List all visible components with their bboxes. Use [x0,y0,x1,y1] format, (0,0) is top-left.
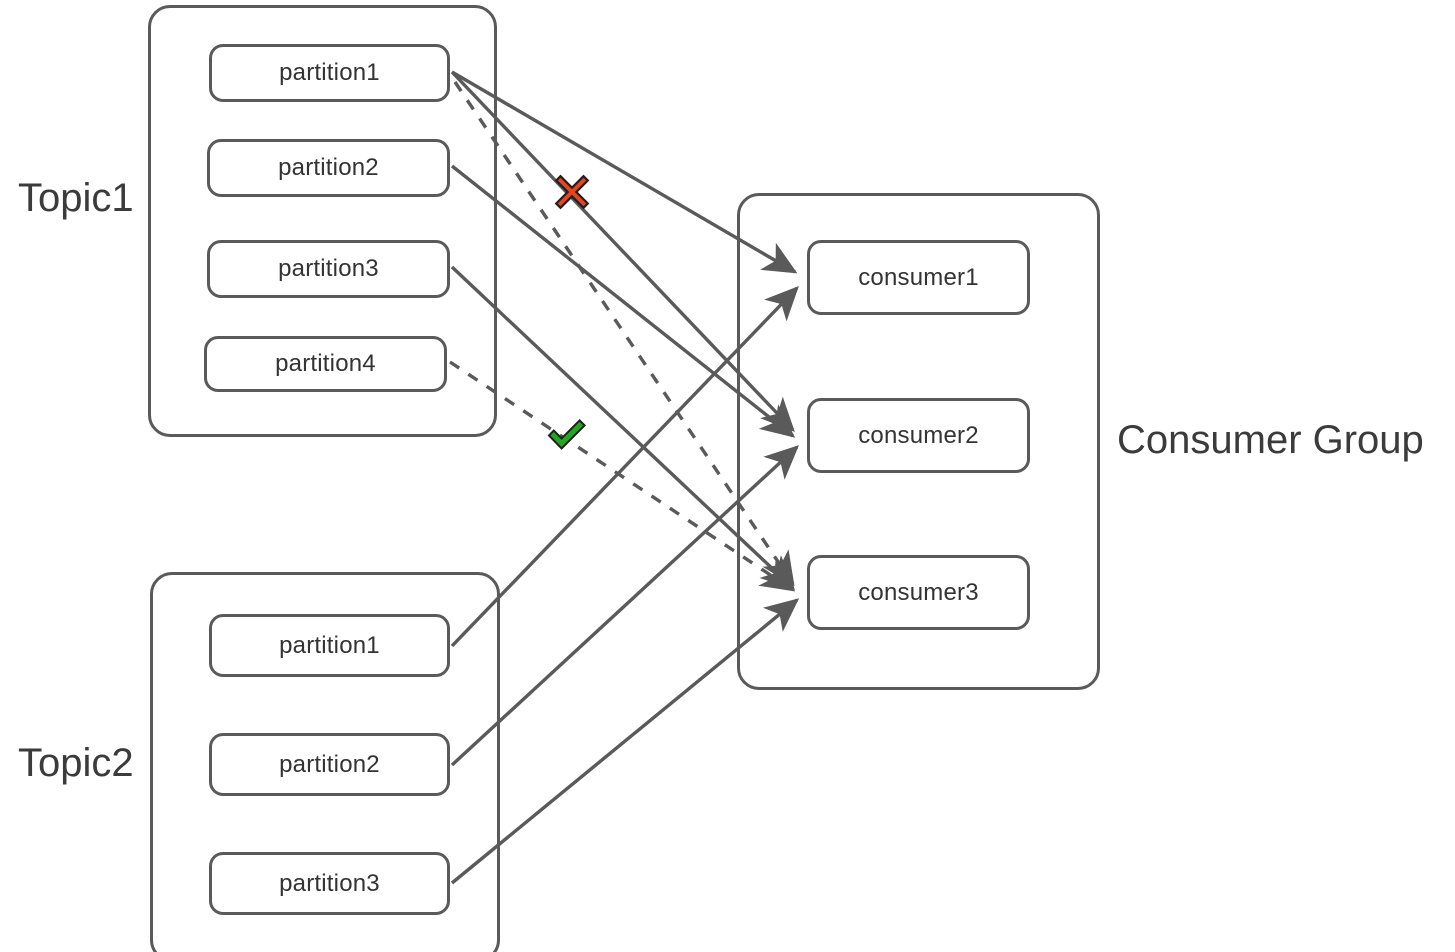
consumer-label: consumer3 [858,578,979,606]
consumer-group-label: Consumer Group [1117,418,1424,462]
partition-box-topic1-partition1[interactable]: partition1 [209,44,450,102]
partition-box-topic2-partition2[interactable]: partition2 [209,733,450,796]
topic-box-topic2 [150,572,500,952]
partition-box-topic1-partition3[interactable]: partition3 [207,240,450,298]
partition-label: partition1 [279,59,380,86]
consumer-label: consumer2 [858,421,979,449]
partition-box-topic2-partition1[interactable]: partition1 [209,614,450,677]
partition-label: partition3 [278,255,379,282]
partition-label: partition3 [279,869,380,897]
partition-label: partition4 [275,350,376,377]
consumer-box-consumer2[interactable]: consumer2 [807,398,1030,473]
consumer-box-consumer1[interactable]: consumer1 [807,240,1030,315]
partition-label: partition2 [278,154,379,181]
partition-label: partition2 [279,750,380,778]
partition-box-topic1-partition2[interactable]: partition2 [207,139,450,197]
consumer-group-box [737,193,1100,690]
partition-box-topic2-partition3[interactable]: partition3 [209,852,450,915]
topic-label-topic2: Topic2 [18,741,134,785]
partition-box-topic1-partition4[interactable]: partition4 [204,336,447,392]
consumer-label: consumer1 [858,263,979,291]
cross-icon [553,173,591,211]
topic-box-topic1 [148,5,497,437]
topic-label-topic1: Topic1 [18,176,134,220]
consumer-box-consumer3[interactable]: consumer3 [807,555,1030,630]
partition-label: partition1 [279,631,380,659]
check-icon [546,416,588,454]
